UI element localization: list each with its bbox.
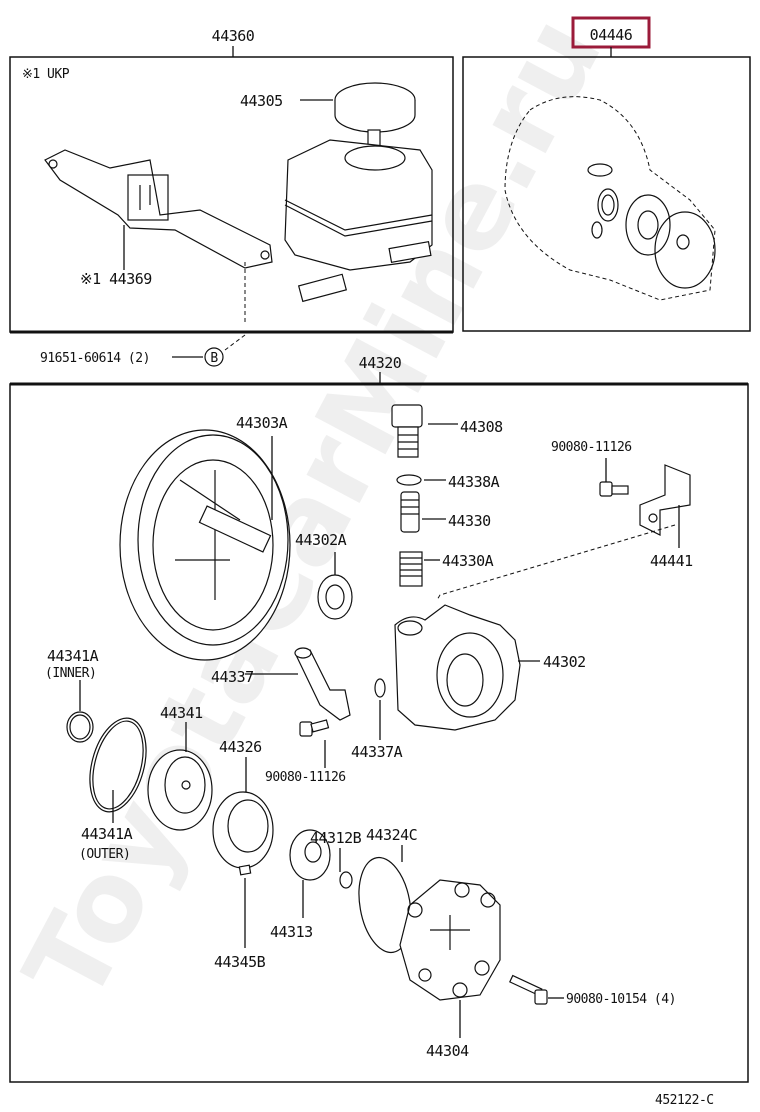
label-44341A-inner[interactable]: 44341A bbox=[47, 647, 99, 665]
label-44345B[interactable]: 44345B bbox=[214, 953, 266, 971]
rotor-44313-drawing[interactable] bbox=[289, 829, 331, 881]
group-44360[interactable]: 44360 ※1 UKP bbox=[9, 27, 454, 334]
label-44330A[interactable]: 44330A bbox=[442, 552, 494, 570]
snap-ring-44312B-drawing[interactable] bbox=[339, 871, 353, 889]
label-inner: (INNER) bbox=[45, 666, 96, 681]
group-04446[interactable]: 04446 bbox=[462, 16, 751, 332]
group-code-04446[interactable]: 04446 bbox=[590, 26, 634, 44]
callout-b-circle bbox=[204, 347, 224, 367]
label-44341[interactable]: 44341 bbox=[160, 704, 204, 722]
label-44337A[interactable]: 44337A bbox=[351, 743, 403, 761]
cam-ring-44326-drawing[interactable] bbox=[212, 791, 274, 869]
group-code-44360[interactable]: 44360 bbox=[212, 27, 256, 45]
label-outer: (OUTER) bbox=[79, 847, 130, 862]
reservoir-cap-drawing[interactable] bbox=[334, 82, 416, 166]
o-ring-44341A-inner-drawing[interactable] bbox=[66, 711, 94, 743]
label-44302[interactable]: 44302 bbox=[543, 653, 586, 671]
bracket-44441-drawing[interactable] bbox=[639, 464, 691, 536]
label-44312B[interactable]: 44312B bbox=[310, 829, 362, 847]
group-code-44320[interactable]: 44320 bbox=[359, 354, 403, 372]
rear-housing-44304-drawing[interactable] bbox=[399, 879, 501, 1001]
label-44341A-outer[interactable]: 44341A bbox=[81, 825, 133, 843]
pump-body-44302-drawing[interactable] bbox=[394, 604, 521, 731]
bolt-90080-11126-upper-drawing[interactable] bbox=[599, 481, 629, 497]
repair-kit-drawing[interactable] bbox=[504, 96, 716, 301]
group-44320[interactable]: 44320 bbox=[9, 354, 749, 1083]
label-44303A[interactable]: 44303A bbox=[236, 414, 288, 432]
label-44304[interactable]: 44304 bbox=[426, 1042, 470, 1060]
label-44330[interactable]: 44330 bbox=[448, 512, 492, 530]
reservoir-tank-drawing[interactable] bbox=[284, 139, 433, 303]
label-90080-10154[interactable]: 90080-10154 (4) bbox=[566, 992, 676, 1007]
label-44324C[interactable]: 44324C bbox=[366, 826, 418, 844]
label-44305[interactable]: 44305 bbox=[240, 92, 283, 110]
label-90080-11126-upper[interactable]: 90080-11126 bbox=[551, 440, 632, 455]
label-44369[interactable]: ※1 44369 bbox=[80, 270, 153, 288]
diagram-id: 452122-C bbox=[655, 1093, 714, 1108]
callout-b: B bbox=[210, 351, 218, 366]
valve-stack-drawing[interactable] bbox=[391, 404, 423, 587]
vane-44345B-drawing[interactable] bbox=[238, 864, 252, 876]
label-44302A[interactable]: 44302A bbox=[295, 531, 347, 549]
plate-44341-drawing[interactable] bbox=[147, 749, 213, 831]
group-note: ※1 UKP bbox=[22, 67, 70, 82]
seal-44302A-drawing[interactable] bbox=[317, 574, 353, 620]
bolt-90080-10154-drawing[interactable] bbox=[509, 974, 548, 1005]
bracket-44369-drawing[interactable] bbox=[44, 149, 273, 269]
label-44308[interactable]: 44308 bbox=[460, 418, 504, 436]
bolt-90080-11126-lower-drawing[interactable] bbox=[299, 719, 330, 737]
o-ring-44341A-outer-drawing[interactable] bbox=[80, 712, 155, 818]
label-44337[interactable]: 44337 bbox=[211, 668, 254, 686]
label-90080-11126-lower[interactable]: 90080-11126 bbox=[265, 770, 346, 785]
label-44441[interactable]: 44441 bbox=[650, 552, 694, 570]
label-44313[interactable]: 44313 bbox=[270, 923, 313, 941]
label-91651-60614[interactable]: 91651-60614 (2) bbox=[40, 351, 150, 366]
label-44326[interactable]: 44326 bbox=[219, 738, 263, 756]
o-ring-44324C-drawing[interactable] bbox=[352, 853, 418, 956]
pulley-44303A-drawing[interactable] bbox=[119, 429, 291, 661]
union-44337-drawing[interactable] bbox=[294, 647, 386, 721]
label-44338A[interactable]: 44338A bbox=[448, 473, 500, 491]
